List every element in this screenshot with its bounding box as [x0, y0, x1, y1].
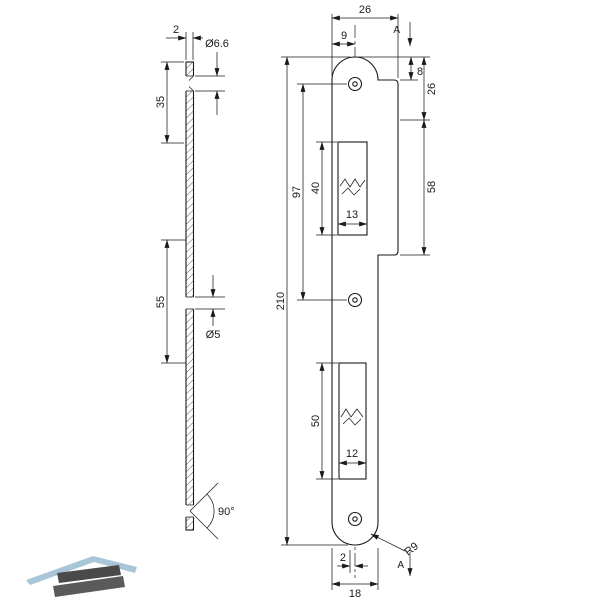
dim-55: 55 — [155, 239, 186, 364]
dim-label-r9: R9 — [402, 540, 420, 558]
bottom-hole — [347, 511, 363, 527]
middle-hole — [347, 292, 363, 308]
dim-thickness: 2 — [166, 24, 203, 60]
logo-roof-shape — [26, 556, 137, 585]
logo-bar-2 — [53, 576, 125, 597]
dim-radius: R9 — [370, 533, 421, 558]
dim-top-hole-dia: Ø6.6 — [195, 38, 229, 115]
section-marker-bottom: A — [397, 552, 413, 577]
logo: BAUMARKTPROFI — [6, 556, 168, 600]
bolt-cutout — [338, 362, 367, 480]
section-label-top: A — [393, 25, 400, 36]
side-plate-section — [185, 61, 195, 531]
dim-label-26-right: 26 — [426, 83, 438, 95]
section-label-bottom: A — [397, 560, 404, 571]
dim-label-12: 12 — [346, 448, 358, 460]
dim-label-18: 18 — [349, 588, 361, 600]
dim-97: 97 — [291, 83, 347, 301]
section-marker-top: A — [393, 22, 413, 47]
dim-label-mid-hole-dia: Ø5 — [206, 329, 221, 341]
side-view: 2 Ø6.6 35 55 Ø — [155, 24, 235, 540]
screw-holes — [347, 76, 363, 527]
dim-label-thickness: 2 — [173, 24, 179, 36]
dim-label-50: 50 — [310, 415, 322, 427]
side-hole-gaps — [184, 75, 196, 518]
dim-40: 40 — [310, 141, 337, 236]
dim-12: 12 — [338, 448, 367, 466]
dim-9: 9 — [331, 30, 356, 47]
dim-label-210: 210 — [275, 292, 287, 310]
dim-50: 50 — [310, 362, 338, 480]
dim-label-97: 97 — [291, 186, 303, 198]
dim-mid-hole-dia: Ø5 — [195, 275, 225, 341]
dim-label-35: 35 — [155, 96, 167, 108]
dim-35: 35 — [155, 61, 184, 144]
logo-bar-1 — [57, 565, 121, 583]
dim-label-40: 40 — [310, 182, 322, 194]
dim-label-countersink: 90° — [218, 506, 235, 518]
cutouts — [337, 141, 368, 480]
dim-bottom-2: 2 — [337, 550, 368, 573]
dim-label-13: 13 — [346, 209, 358, 221]
dim-13: 13 — [337, 209, 368, 227]
dim-label-top-hole-dia: Ø6.6 — [205, 38, 229, 50]
front-view: 26 9 A 8 26 58 2 — [275, 4, 438, 600]
dim-right-chain: 8 26 58 — [358, 56, 438, 256]
dim-label-bottom-2: 2 — [340, 552, 346, 564]
dim-label-58: 58 — [426, 181, 438, 193]
dim-label-top-width: 26 — [359, 4, 371, 16]
dim-overall-length: 210 — [275, 56, 350, 546]
dim-label-55: 55 — [155, 296, 167, 308]
dim-label-9: 9 — [341, 30, 347, 42]
top-hole — [347, 76, 363, 92]
dim-bottom-width: 18 — [331, 548, 379, 600]
latch-cutout — [337, 141, 368, 236]
dim-label-8: 8 — [417, 66, 423, 78]
dim-countersink-angle: 90° — [189, 482, 235, 540]
